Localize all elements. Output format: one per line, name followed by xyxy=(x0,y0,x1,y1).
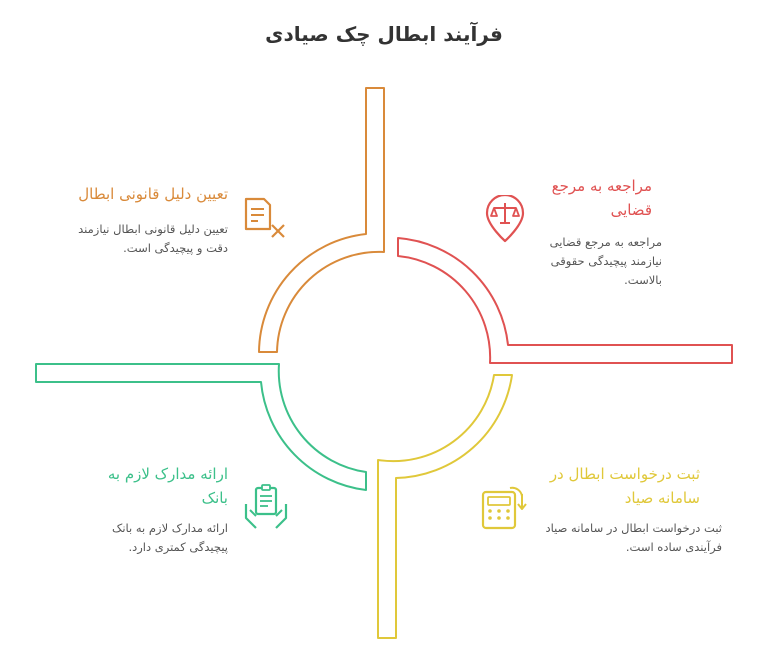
step-description-judicial: مراجعه به مرجع قضایی نیازمند پیچیدگی حقو… xyxy=(549,235,662,287)
hands-document-icon xyxy=(242,484,290,532)
document-x-icon xyxy=(240,193,288,241)
green-arc xyxy=(35,363,367,491)
step-heading-sayad-request: ثبت درخواست ابطال در سامانه صیاد xyxy=(549,465,700,507)
step-description-sayad-request: ثبت درخواست ابطال در سامانه صیاد فرآیندی… xyxy=(545,521,722,554)
red-arc xyxy=(397,237,733,364)
step-description-legal-reason: تعیین دلیل قانونی ابطال نیازمند دقت و پی… xyxy=(78,222,228,255)
step-heading-judicial: مراجعه به مرجع قضایی xyxy=(551,177,652,219)
orange-arc xyxy=(258,87,385,353)
step-heading-bank-documents: ارائه مدارک لازم به بانک xyxy=(107,465,228,507)
page-title: فرآیند ابطال چک صیادی xyxy=(265,22,503,46)
yellow-arc xyxy=(377,374,513,639)
calculator-icon xyxy=(480,484,528,532)
scales-location-icon xyxy=(481,193,529,243)
step-description-bank-documents: ارائه مدارک لازم به بانک پیچیدگی کمتری د… xyxy=(112,521,228,554)
step-heading-legal-reason: تعیین دلیل قانونی ابطال xyxy=(78,185,228,203)
